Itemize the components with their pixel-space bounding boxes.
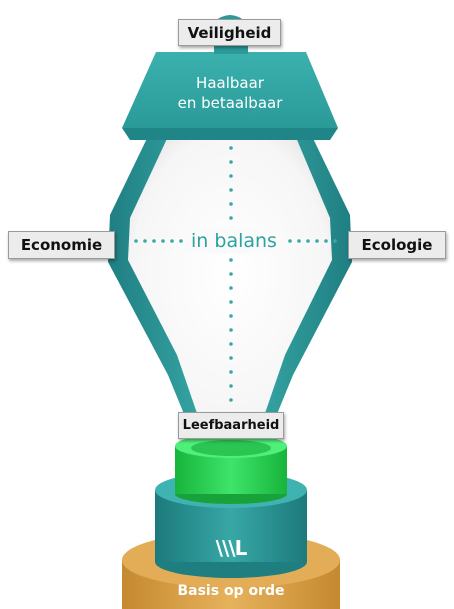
balance-dot [229, 202, 233, 206]
balance-dot [134, 239, 138, 243]
balance-dot [229, 328, 233, 332]
balance-dot [170, 239, 174, 243]
green-disc [175, 434, 287, 504]
logo-text: \\\L [215, 536, 248, 560]
top-band [122, 52, 338, 128]
balance-dot [333, 239, 337, 243]
balance-dot [229, 174, 233, 178]
balance-dot [229, 258, 233, 262]
label-economie: Economie [8, 231, 115, 259]
base-text: Basis op orde [177, 583, 285, 599]
top-band-line1: Haalbaar [196, 74, 264, 92]
balance-dot [229, 272, 233, 276]
center-text: in balans [184, 229, 284, 253]
balance-dot [315, 239, 319, 243]
balance-dot [152, 239, 156, 243]
balance-dot [288, 239, 292, 243]
label-leefbaarheid: Leefbaarheid [178, 412, 284, 439]
balance-dot [229, 356, 233, 360]
balance-dot [229, 286, 233, 290]
balance-dot [161, 239, 165, 243]
balance-dot [229, 342, 233, 346]
balance-dot [229, 216, 233, 220]
label-ecologie: Ecologie [348, 231, 446, 259]
top-band-line2: en betaalbaar [177, 94, 283, 112]
balance-dot [324, 239, 328, 243]
balance-dot [229, 398, 233, 402]
balance-dot [229, 384, 233, 388]
balance-dot [179, 239, 183, 243]
balance-dot [229, 160, 233, 164]
balance-dot [229, 300, 233, 304]
balance-dot [229, 146, 233, 150]
balance-dot [229, 188, 233, 192]
top-band-shadow [122, 128, 338, 140]
balance-dot [229, 370, 233, 374]
balance-dot [297, 239, 301, 243]
balance-dot [306, 239, 310, 243]
label-veiligheid: Veiligheid [178, 19, 281, 46]
balance-dot [229, 314, 233, 318]
balance-dot [143, 239, 147, 243]
balance-dots [134, 146, 337, 402]
